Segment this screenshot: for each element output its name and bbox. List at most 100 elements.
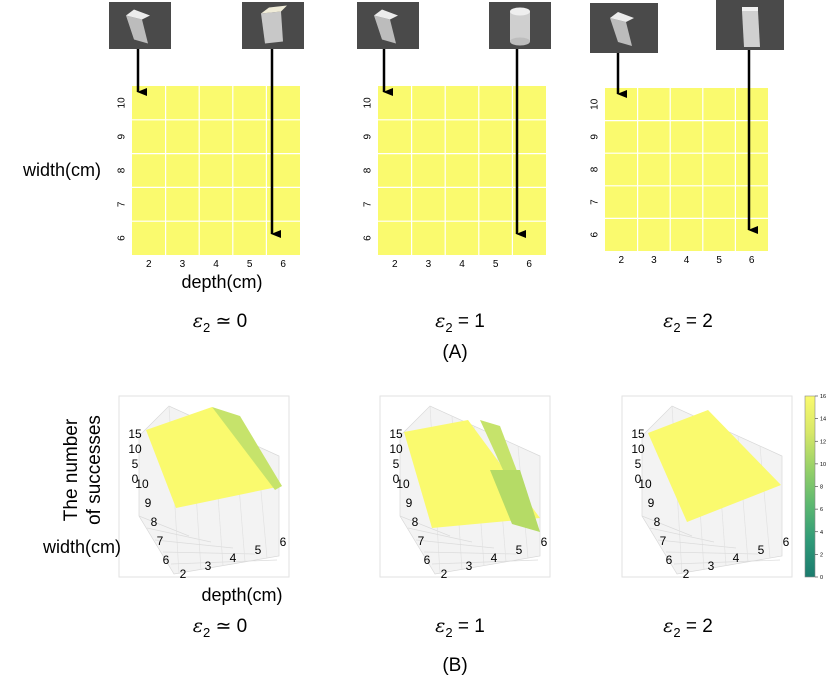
z-tick-label: 0 [393,472,400,486]
box-top-icon [610,12,634,22]
box-icon [261,11,283,44]
caption-top-1: ε2 ≃ 0 [193,310,247,335]
colorbar-tick-label: 0 [820,575,823,581]
heatmap-area [132,86,300,255]
x-tick-label: 4 [213,259,219,270]
box-icon [374,15,396,44]
grid-line [649,527,715,543]
grid-line [423,551,517,555]
width-label-bottom: width(cm) [42,537,121,557]
x-tick-label: 3 [180,259,186,270]
box-top-icon [126,9,150,20]
x-tick-label: 4 [733,551,740,565]
colorbar [804,395,816,578]
grid-line [641,515,693,537]
colorbar-tick-label: 8 [820,485,823,491]
y-tick-label: 7 [117,201,128,207]
grid-line [154,539,234,549]
colorbar-tick-label: 12 [820,439,826,445]
y-tick-label: 6 [424,553,431,567]
grid-line [759,445,771,559]
x-tick-label: 6 [783,535,790,549]
surface-drop [212,407,282,490]
box-icon [610,18,632,46]
y-tick-label: 9 [590,134,601,140]
x-tick-label: 6 [280,535,287,549]
y-tick-label: 8 [363,167,374,173]
x-tick-label: 2 [683,567,690,581]
x-tick-label: 2 [392,259,398,270]
y-tick-label: 10 [135,477,149,491]
surface-plane [648,410,781,522]
caption-bottom-1: ε2 ≃ 0 [193,615,247,640]
depth-label-bottom: depth(cm) [201,585,282,605]
x-tick-label: 5 [758,543,765,557]
grid-line [431,559,539,565]
caption-top-2: ε2 = 1 [435,310,485,335]
y-tick-label: 6 [117,235,128,241]
z-tick-label: 10 [128,442,142,456]
y-tick-label: 8 [412,515,419,529]
z-tick-label: 15 [631,427,645,441]
grid-line [399,515,451,537]
caption-bottom-3: ε2 = 2 [663,615,713,640]
y-tick-label: 7 [363,201,374,207]
surface-plane [146,407,282,508]
width-label-top: width(cm) [22,160,101,180]
y-tick-label: 7 [418,534,425,548]
grid-line [146,527,212,543]
zlabel-line2: of successes [84,415,105,525]
grid-line [415,539,495,549]
grid-line [162,551,256,555]
panel-a-label: (A) [442,342,467,363]
z-tick-label: 5 [132,457,139,471]
y-tick-label: 6 [590,231,601,237]
cylinder-bottom-icon [510,37,530,46]
colorbar-tick-label: 10 [820,462,826,468]
y-tick-label: 10 [590,98,601,110]
box-icon [126,15,148,44]
x-tick-label: 3 [426,259,432,270]
y-tick-label: 9 [117,133,128,139]
x-tick-label: 6 [749,255,755,266]
x-tick-label: 4 [459,259,465,270]
z-tick-label: 15 [128,427,142,441]
grid-line [170,559,278,565]
heatmap-area [378,86,546,255]
x-tick-label: 2 [619,255,625,266]
y-tick-label: 8 [590,166,601,172]
x-tick-label: 4 [491,551,498,565]
x-tick-label: 5 [516,543,523,557]
y-tick-label: 6 [163,553,170,567]
y-tick-label: 8 [117,167,128,173]
box-top-icon [374,9,398,20]
grid-line [407,527,473,543]
y-tick-label: 10 [638,477,652,491]
colorbar-tick-label: 14 [820,417,826,423]
x-tick-label: 5 [493,259,499,270]
x-tick-label: 2 [180,567,187,581]
y-tick-label: 6 [666,553,673,567]
colorbar-tick-label: 2 [820,552,823,558]
zlabel-line1: The number [61,418,82,521]
x-tick-label: 5 [247,259,253,270]
y-tick-label: 7 [157,534,164,548]
z-tick-label: 0 [132,472,139,486]
z-tick-label: 5 [393,457,400,471]
grid-line [673,559,781,565]
y-tick-label: 10 [363,97,374,109]
surface-drop [490,470,540,532]
z-tick-label: 15 [389,427,403,441]
y-tick-label: 7 [660,534,667,548]
caption-bottom-2: ε2 = 1 [435,615,485,640]
grid-line [665,551,759,555]
x-tick-label: 2 [146,259,152,270]
z-tick-label: 10 [389,442,403,456]
box-top-icon [261,5,287,14]
